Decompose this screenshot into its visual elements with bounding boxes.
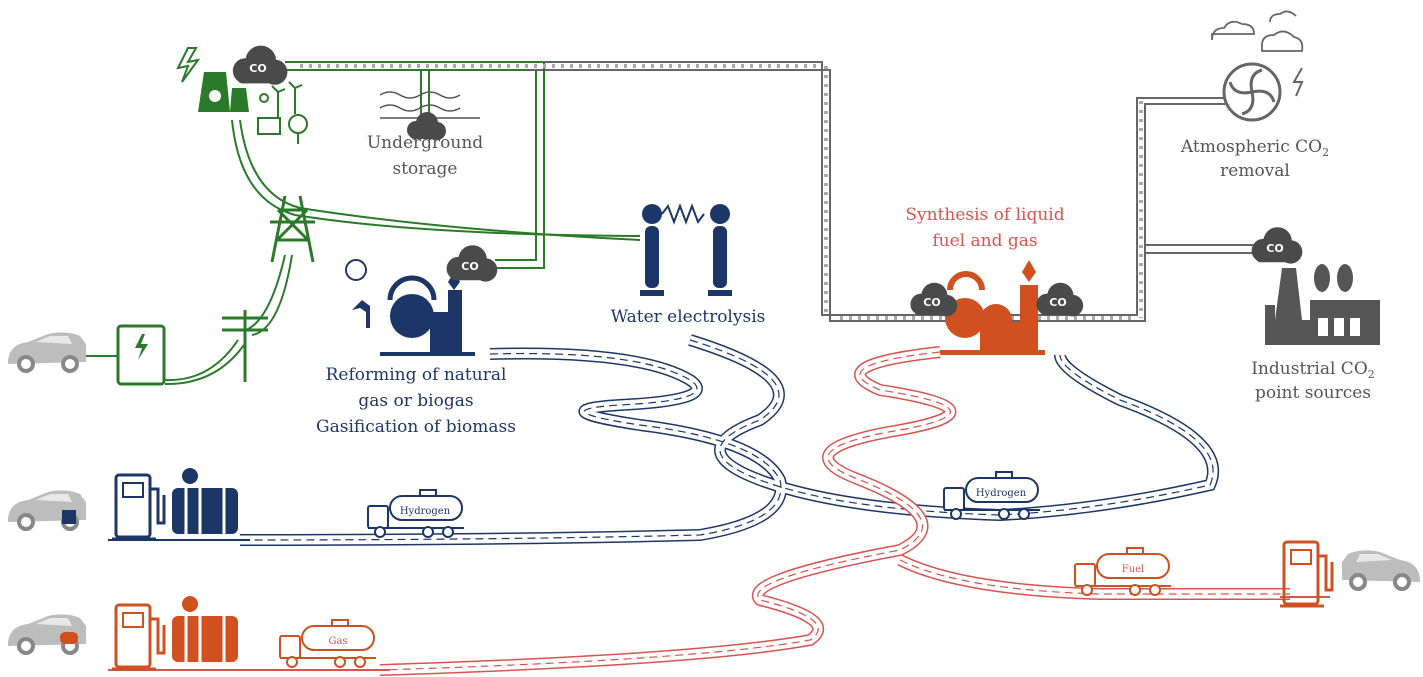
underground-storage: Underground storage bbox=[367, 91, 483, 179]
hydrogen-truck-2-label: Hydrogen bbox=[976, 488, 1027, 499]
hydrogen-pump-icon bbox=[110, 473, 166, 541]
electric-car bbox=[8, 332, 86, 373]
hydrogen-roads bbox=[108, 340, 1213, 540]
gas-pump-icon bbox=[110, 603, 166, 671]
reforming-label-2: gas or biogas bbox=[358, 391, 473, 411]
tree-icon bbox=[288, 114, 308, 134]
hydrogen-compressor-icon bbox=[170, 466, 240, 536]
co2-text: CO bbox=[1049, 296, 1066, 309]
co2-text: CO bbox=[923, 296, 940, 309]
fuel-roads bbox=[108, 352, 1330, 670]
co2-text: CO bbox=[461, 260, 478, 273]
co2-text: CO bbox=[249, 62, 266, 75]
reforming-plant-icon: CO bbox=[345, 245, 498, 356]
liquid-fuel-car bbox=[1342, 550, 1420, 591]
industrial-sources-label-2: point sources bbox=[1255, 383, 1371, 403]
reforming-label-3: Gasification of biomass bbox=[316, 417, 516, 437]
atmospheric-removal-label-2: removal bbox=[1220, 161, 1290, 181]
water-electrolysis-icon bbox=[640, 203, 732, 296]
co2-cloud-power: CO bbox=[232, 45, 288, 85]
co2-text: CO bbox=[1266, 242, 1283, 255]
fuel-truck-label: Fuel bbox=[1122, 564, 1145, 575]
electricity-lines bbox=[85, 119, 641, 386]
synthesis-label-1: Synthesis of liquid bbox=[905, 205, 1064, 225]
underground-storage-label: Underground bbox=[367, 133, 483, 153]
underground-storage-label-2: storage bbox=[393, 159, 458, 179]
industrial-sources-label-1: Industrial CO2 bbox=[1251, 359, 1375, 381]
direct-air-capture-icon bbox=[1211, 10, 1304, 122]
water-electrolysis-label: Water electrolysis bbox=[611, 307, 766, 327]
hydrogen-truck-1-label: Hydrogen bbox=[400, 506, 451, 517]
gas-truck-label: Gas bbox=[328, 636, 347, 647]
synthesis-plant-icon: CO CO bbox=[910, 260, 1084, 355]
lightning-icon bbox=[176, 47, 201, 83]
atmospheric-removal-label-1: Atmospheric CO2 bbox=[1180, 137, 1329, 159]
gas-compressor-icon bbox=[170, 594, 240, 664]
transmission-tower-icon bbox=[222, 195, 315, 382]
synthesis-label-2: fuel and gas bbox=[932, 231, 1037, 251]
power-generation-cluster: CO bbox=[176, 45, 308, 144]
renewables-icon bbox=[257, 81, 308, 144]
co2-pipeline-network bbox=[285, 61, 1260, 322]
reforming-label-1: Reforming of natural bbox=[326, 365, 507, 385]
nuclear-plant-icon bbox=[198, 72, 249, 112]
industrial-plant-icon: CO bbox=[1251, 227, 1380, 345]
